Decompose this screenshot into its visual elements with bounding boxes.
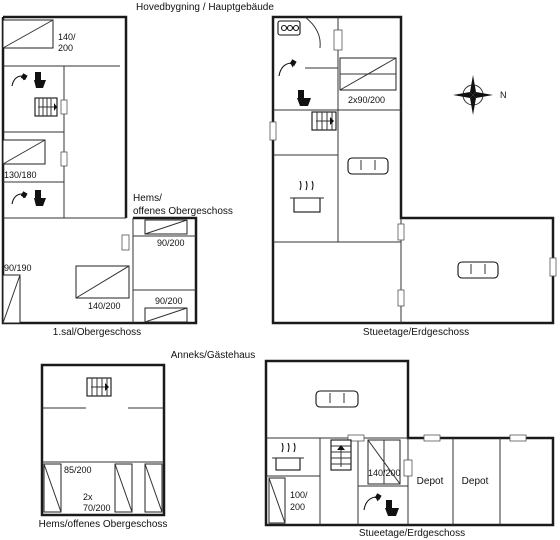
stairs-icon: [330, 439, 352, 471]
toilet-icon: [34, 72, 46, 88]
bed-size-label: 85/200: [64, 465, 92, 475]
ground-floor-plan: 2x90/200: [269, 15, 557, 338]
shower-icon: [11, 73, 28, 87]
loft-label: offenes Obergeschoss: [133, 206, 233, 217]
bed-size-label: 140/: [58, 32, 76, 42]
bed-size-label: 200: [58, 43, 73, 53]
stairs-icon: [34, 97, 58, 117]
depot-label: Depot: [462, 476, 489, 487]
bed-size-label: 90/200: [157, 238, 185, 248]
floor-caption: 1.sal/Obergeschoss: [53, 327, 141, 338]
bed-size-label: 2x: [83, 492, 93, 502]
toilet-icon: [34, 190, 46, 206]
loft-label: Hems/: [133, 193, 162, 204]
sofa-icon: [457, 261, 499, 279]
stove-icon: [277, 20, 301, 36]
cooking-pot-icon: [272, 442, 304, 471]
bed-size-label: 100/: [290, 490, 308, 500]
bed-size-label: 130/180: [4, 170, 37, 180]
bed-size-label: 90/200: [155, 296, 183, 306]
bed-size-label: 90/190: [4, 263, 32, 273]
depot-label: Depot: [417, 476, 444, 487]
shower-icon: [278, 59, 297, 77]
sofa-icon: [315, 390, 359, 408]
first-floor-plan: 140/ 200 130/180: [1, 15, 233, 338]
annex-title: Anneks/Gästehaus: [171, 350, 256, 361]
floor-caption: Hems/offenes Obergeschoss: [39, 519, 168, 530]
stairs-icon: [86, 377, 112, 397]
floor-caption: Stueetage/Erdgeschoss: [359, 528, 465, 539]
annex-ground-plan: 140/200 100/ 200 Depot Depot Stueetage/E…: [264, 359, 555, 539]
stairs-icon: [311, 111, 337, 131]
compass-icon: [453, 75, 493, 115]
bed-size-label: 2x90/200: [348, 95, 385, 105]
compass-north-label: N: [500, 90, 507, 100]
shower-icon: [363, 493, 382, 511]
sofa-icon: [347, 157, 389, 175]
bed-size-label: 140/200: [368, 468, 401, 478]
toilet-icon: [385, 500, 399, 516]
toilet-icon: [297, 90, 311, 106]
bed-size-label: 140/200: [88, 301, 121, 311]
shower-icon: [11, 191, 28, 205]
main-building-title: Hovedbygning / Hauptgebäude: [136, 2, 274, 13]
bed-size-label: 70/200: [83, 503, 111, 513]
floor-caption: Stueetage/Erdgeschoss: [363, 327, 469, 338]
bed-size-label: 200: [290, 502, 305, 512]
cooking-pot-icon: [290, 180, 324, 213]
annex-loft-plan: 85/200 2x 70/200 Hems/offenes Obergescho…: [39, 363, 168, 530]
